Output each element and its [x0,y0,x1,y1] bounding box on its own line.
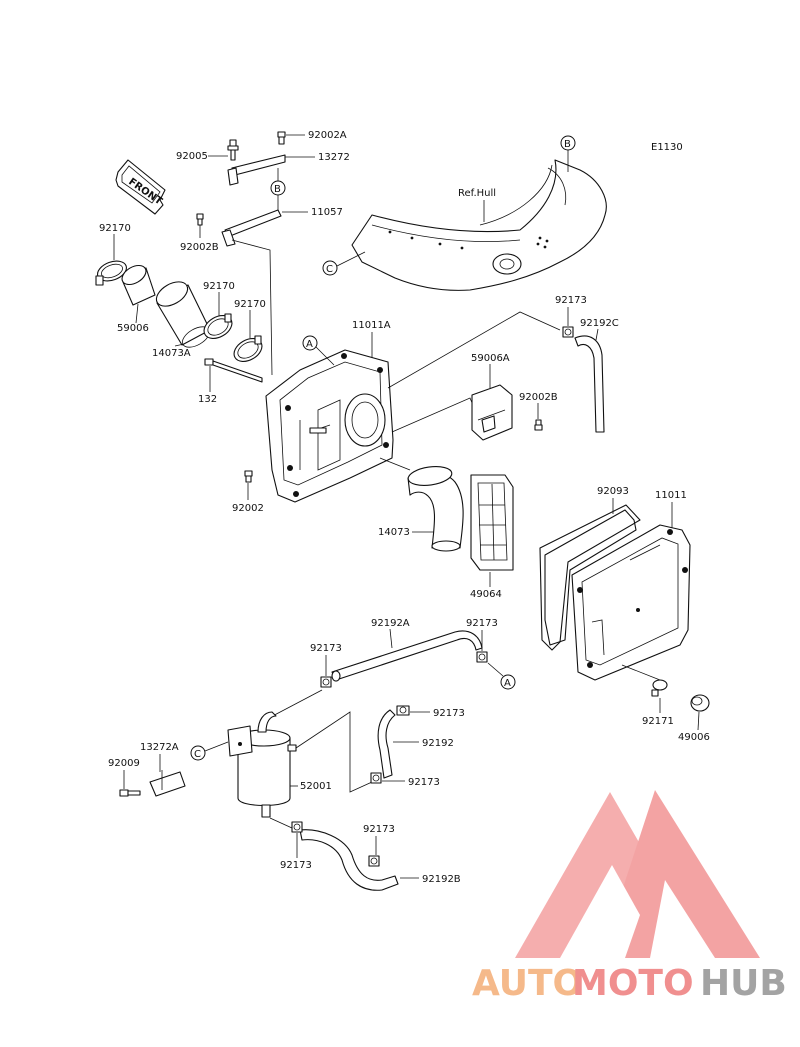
bolt-92002B-top [196,213,204,226]
label-13272A: 13272A [140,742,179,753]
label-92173-d: 92173 [408,777,440,788]
gasket-92093 [539,504,641,651]
hose-92192C [574,335,605,433]
marker-a-hose-label: A [504,678,511,689]
bolt-92002B-right [534,419,543,431]
cover-11011 [571,524,691,681]
label-92170-mid: 92170 [203,281,235,292]
duct-59006 [121,264,156,306]
bracket-13272A [149,770,186,797]
cover-59006A [471,384,513,441]
clamp-92170-mid [203,313,233,340]
clamp-92173-e [291,821,303,833]
label-11011A: 11011A [352,320,391,331]
clamp-92171 [651,679,668,697]
label-59006: 59006 [117,323,149,334]
label-92002B-top: 92002B [180,242,219,253]
clamp-92173-d [370,772,382,784]
label-92009: 92009 [108,758,140,769]
watermark-triangle-right [600,790,760,958]
label-49064: 49064 [470,589,502,600]
label-92173-b: 92173 [310,643,342,654]
label-92005: 92005 [176,151,208,162]
watermark-triangle-cut [650,880,715,958]
label-92192B: 92192B [422,874,461,885]
marker-a-airbox [302,335,318,351]
label-92173-f: 92173 [363,824,395,835]
ref-hull-label: Ref.Hull [458,188,496,199]
label-52001: 52001 [300,781,332,792]
clamp-92173-b [320,676,332,688]
marker-b-hull-label: B [564,139,571,150]
watermark-text-moto: MOTO [572,963,694,1004]
label-14073A: 14073A [152,348,191,359]
marker-c-separator [190,745,206,761]
marker-c-hull [322,260,338,276]
marker-a-hose [500,674,516,690]
marker-c-separator-label: C [194,749,201,760]
label-132: 132 [198,394,217,405]
label-92002: 92002 [232,503,264,514]
marker-a-airbox-label: A [306,339,313,350]
label-92171: 92171 [642,716,674,727]
clamp-92170-left [95,260,127,286]
label-59006A: 59006A [471,353,510,364]
label-14073: 14073 [378,527,410,538]
label-92170-left: 92170 [99,223,131,234]
clamp-92170-right [233,335,263,363]
label-13272: 13272 [318,152,350,163]
hose-92192B [299,829,399,891]
label-92093: 92093 [597,486,629,497]
label-92002A: 92002A [308,130,347,141]
label-92192: 92192 [422,738,454,749]
label-49006: 49006 [678,732,710,743]
label-92192C: 92192C [580,318,619,329]
front-arrow: FRONT [115,159,166,215]
clamp-92173-a [476,651,488,663]
label-92173-c: 92173 [433,708,465,719]
label-92002B-right: 92002B [519,392,558,403]
elbow-14073 [407,466,464,552]
hose-92192A [331,630,483,682]
airbox-housing-11011A [265,349,394,503]
screen-49064 [470,474,514,571]
label-11057: 11057 [311,207,343,218]
bolt-92009 [119,789,141,797]
bracket-11057 [221,209,282,247]
plug-49006 [690,694,710,712]
watermark-text-auto: AUTO [472,963,583,1004]
watermark-triangle-inner [560,865,640,958]
label-11011: 11011 [655,490,687,501]
label-92173-top: 92173 [555,295,587,306]
label-92173-e: 92173 [280,860,312,871]
watermark-text: AUTO MOTO HUB [472,963,787,1004]
label-92192A: 92192A [371,618,410,629]
marker-b-bracket-label: B [274,184,281,195]
separator-tank-52001 [227,711,297,818]
hose-92192 [377,709,396,779]
bolt-92002A [277,131,286,145]
watermark-text-hub: HUB [700,963,787,1004]
bracket-13272 [227,154,286,186]
duct-14073A [155,281,211,348]
bolt-132 [204,358,263,383]
label-92170-right: 92170 [234,299,266,310]
clamp-92173-top [562,326,574,338]
hull-reference [351,159,607,291]
label-92173-a: 92173 [466,618,498,629]
clamp-92173-f [368,855,380,867]
bolt-92002 [244,470,253,483]
clamp-92173-c [396,705,410,716]
bolt-92005 [227,139,239,161]
diagram-code: E1130 [651,142,683,153]
watermark-logo [515,790,760,958]
marker-c-hull-label: C [326,264,333,275]
